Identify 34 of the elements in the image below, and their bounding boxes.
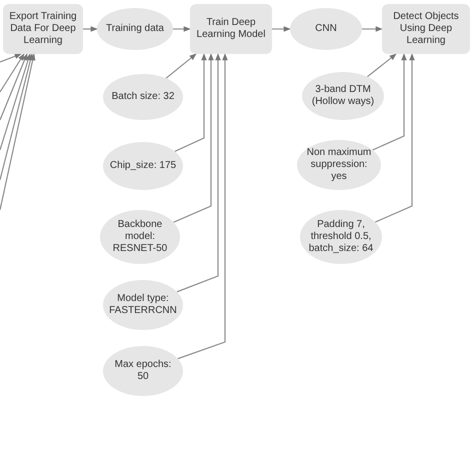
arrow bbox=[173, 26, 191, 32]
arrow bbox=[178, 53, 228, 360]
arrow bbox=[166, 54, 197, 79]
node-label: Train Deep Learning Model bbox=[196, 17, 266, 41]
node-label: Export Training Data For Deep Learning bbox=[9, 11, 77, 47]
process-box bbox=[382, 4, 470, 54]
node-label: Padding 7, threshold 0.5, batch_size: 64 bbox=[308, 219, 374, 255]
node-label: Max epochs: 50 bbox=[114, 359, 172, 383]
node-label: CNN bbox=[315, 23, 337, 35]
arrow bbox=[372, 53, 407, 150]
node-label: Chip_size: 175 bbox=[110, 160, 176, 172]
node-label: 3-band DTM (Hollow ways) bbox=[310, 84, 376, 108]
arrow bbox=[174, 53, 207, 152]
arrow bbox=[0, 53, 28, 120]
node-label: Model type: FASTERRCNN bbox=[109, 293, 177, 317]
arrow bbox=[83, 26, 98, 32]
arrow bbox=[272, 26, 291, 32]
arrow bbox=[362, 26, 383, 32]
arrow bbox=[0, 53, 24, 92]
node-label: Batch size: 32 bbox=[112, 91, 174, 103]
arrow bbox=[0, 53, 22, 63]
process-box bbox=[3, 4, 83, 54]
arrow bbox=[173, 53, 214, 223]
arrow bbox=[176, 53, 221, 292]
arrow bbox=[0, 53, 34, 180]
node-label: Non maximum suppression: yes bbox=[306, 147, 372, 183]
node-label: Backbone model: RESNET-50 bbox=[112, 219, 168, 255]
node-label: Detect Objects Using Deep Learning bbox=[392, 11, 460, 47]
node-label: Training data bbox=[106, 23, 164, 35]
arrow bbox=[374, 53, 415, 223]
arrow bbox=[367, 54, 397, 78]
process-box bbox=[190, 4, 272, 54]
arrow bbox=[0, 53, 36, 210]
arrow bbox=[0, 53, 31, 150]
